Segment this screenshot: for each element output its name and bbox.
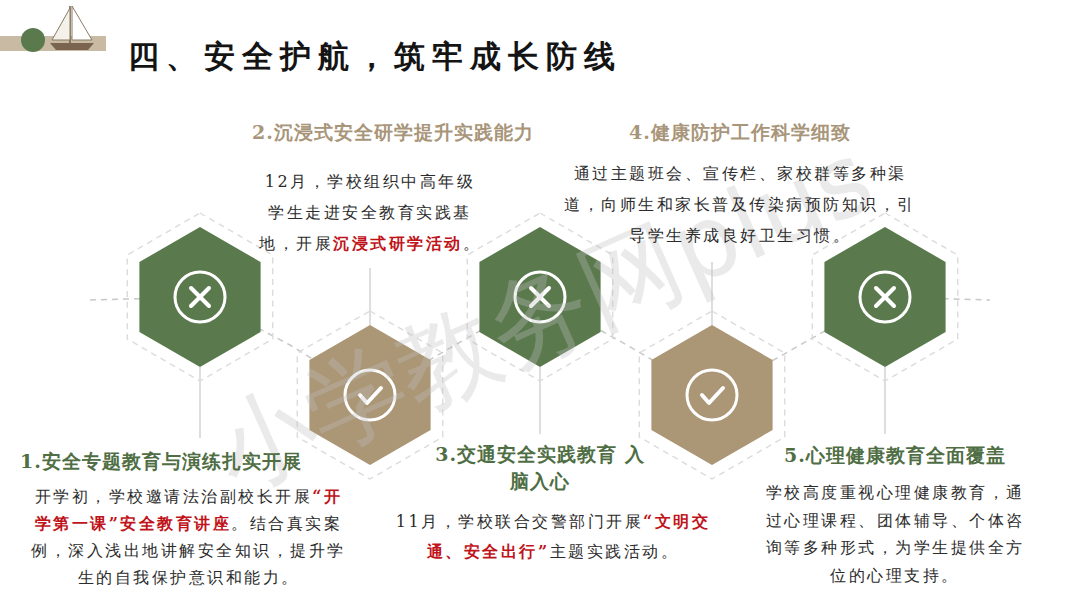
item-body: 开学初，学校邀请法治副校长开展“开学第一课”安全教育讲座。结合真实案例，深入浅出… (26, 483, 351, 591)
item-body: 学校高度重视心理健康教育，通过心理课程、团体辅导、个体咨询等多种形式，为学生提供… (760, 479, 1030, 589)
hexagon-icon (297, 311, 442, 479)
item-block: 4.健康防护工作科学细致通过主题班会、宣传栏、家校群等多种渠道，向师生和家长普及… (558, 118, 922, 251)
item-heading: 2.沉浸式安全研学提升实践能力 (228, 118, 558, 146)
item-heading: 3.交通安全实践教育 入脑入心 (435, 441, 645, 495)
hexagon-icon (639, 311, 784, 479)
item-body: 11月，学校联合交警部门开展“文明交通、安全出行”主题实践活动。 (394, 507, 712, 567)
item-block: 2.沉浸式安全研学提升实践能力 12月，学校组织中高年级学生走进安全教育实践基地，… (228, 118, 558, 259)
hexagon-icon (127, 213, 272, 381)
item-body: 12月，学校组织中高年级学生走进安全教育实践基地，开展沉浸式研学活动。 (259, 166, 481, 259)
item-heading: 4.健康防护工作科学细致 (558, 118, 922, 146)
hexagon-icon (467, 213, 612, 381)
item-body: 通过主题班会、宣传栏、家校群等多种渠道，向师生和家长普及传染病预防知识，引导学生… (560, 158, 920, 251)
item-block: 1.安全专题教育与演练扎实开展开学初，学校邀请法治副校长开展“开学第一课”安全教… (20, 447, 365, 591)
item-heading: 1.安全专题教育与演练扎实开展 (20, 447, 365, 475)
item-block: 5.心理健康教育全面覆盖学校高度重视心理健康教育，通过心理课程、团体辅导、个体咨… (758, 441, 1032, 589)
header-ornament (0, 6, 106, 52)
item-block: 3.交通安全实践教育 入脑入心 11月，学校联合交警部门开展“文明交通、安全出行”… (380, 441, 710, 567)
item-heading: 5.心理健康教育全面覆盖 (758, 441, 1032, 469)
slide-title: 四、安全护航，筑牢成长防线 (128, 36, 622, 78)
